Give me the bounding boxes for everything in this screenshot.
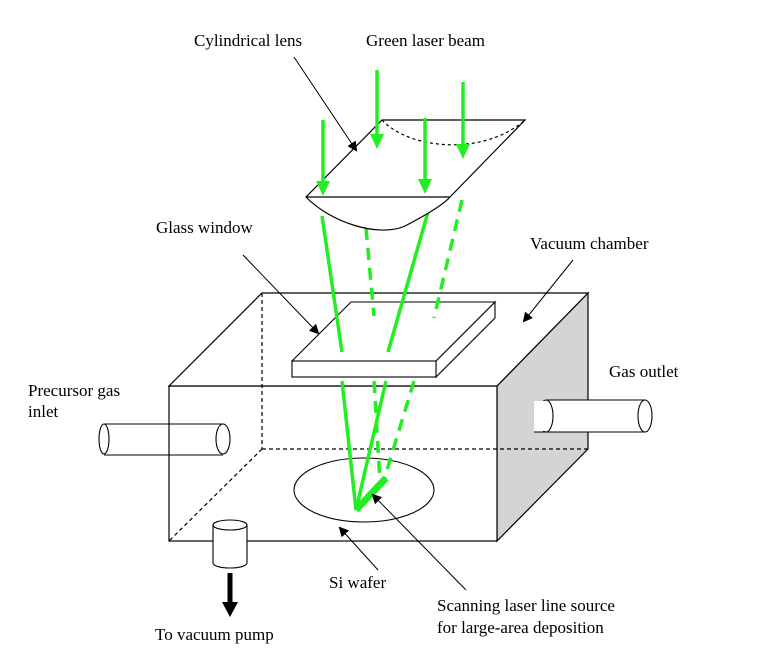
label-si-wafer: Si wafer <box>329 573 386 592</box>
cylindrical-lens <box>305 119 527 231</box>
laser-beams-incident <box>316 70 470 196</box>
gas-outlet-pipe <box>534 399 653 433</box>
label-vacuum-chamber: Vacuum chamber <box>530 234 649 253</box>
to-vacuum-pump-arrow <box>222 573 238 617</box>
leader-glass-window <box>242 254 320 335</box>
label-gas-outlet: Gas outlet <box>609 362 679 381</box>
laser-beams-lower <box>340 380 416 513</box>
si-wafer <box>293 457 435 523</box>
label-precursor-gas-inlet-line1: Precursor gas <box>28 381 120 400</box>
label-scanning-source-line2: for large-area deposition <box>437 618 604 637</box>
laser-line-source <box>353 475 389 513</box>
labels: Cylindrical lens Green laser beam Glass … <box>28 31 679 644</box>
leader-lines <box>242 56 574 591</box>
label-scanning-source-line1: Scanning laser line source <box>437 596 615 615</box>
label-glass-window: Glass window <box>156 218 254 237</box>
leader-vacuum-chamber <box>522 259 574 323</box>
leader-cylindrical-lens <box>293 56 358 152</box>
precursor-inlet-pipe <box>98 423 231 456</box>
laser-beams-middle <box>320 199 464 353</box>
chamber-front-face <box>168 385 498 542</box>
label-green-laser-beam: Green laser beam <box>366 31 485 50</box>
leader-si-wafer <box>338 526 379 571</box>
label-precursor-gas-inlet-line2: inlet <box>28 402 58 421</box>
hidden-edge-diagonal <box>168 448 263 542</box>
label-to-vacuum-pump: To vacuum pump <box>155 625 274 644</box>
leader-scanning-source <box>371 493 467 591</box>
pump-port <box>212 519 248 569</box>
label-cylindrical-lens: Cylindrical lens <box>194 31 302 50</box>
